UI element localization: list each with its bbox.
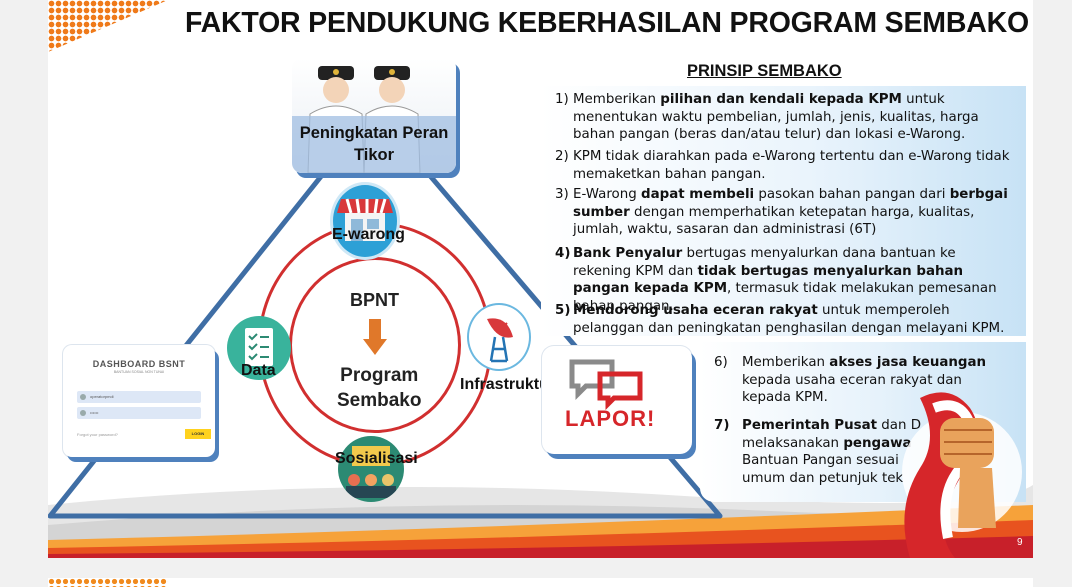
principle-7-line3: Bantuan Pangan sesuai xyxy=(742,453,899,468)
tikor-box xyxy=(292,58,456,173)
infrastruktur-label: Infrastruktur xyxy=(460,376,556,393)
user-icon xyxy=(80,394,86,400)
orange-dot-pattern-next xyxy=(48,578,168,587)
principle-7-text: Pemerintah Pusat dan D melaksanakan peng… xyxy=(714,417,1014,487)
raised-fist-flag-icon xyxy=(902,392,1022,558)
sosialisasi-node xyxy=(338,436,404,502)
principle-4-text: Bank Penyalur bertugas menyalurkan dana … xyxy=(555,245,1015,315)
slide: FAKTOR PENDUKUNG KEBERHASILAN PROGRAM SE… xyxy=(48,0,1033,558)
principle-7-line4: umum dan petunjuk tek xyxy=(742,470,904,486)
principle-3: 3) E-Warong dapat membeli pasokan bahan … xyxy=(555,186,1021,239)
principle-4-text-c: tidak bertugas menyalurkan bahan pangan … xyxy=(573,263,964,297)
principle-1-text-c: untuk menentukan waktu pembelian, jumlah… xyxy=(573,92,979,142)
principle-2-number: 2) xyxy=(555,149,569,164)
principle-7-number: 7) xyxy=(714,418,730,433)
principle-3-text: E-Warong dapat membeli pasokan bahan pan… xyxy=(555,186,1021,239)
principle-3-text-e: dengan memperhatikan ketepatan harga, ku… xyxy=(573,204,975,238)
password-value: •••••• xyxy=(90,410,99,415)
program-label-line2: Sembako xyxy=(337,390,422,411)
username-field: operatorpmdi xyxy=(77,391,201,403)
principle-5-text-a: Mendorong usaha eceran rakyat xyxy=(573,303,818,318)
principle-3-number: 3) xyxy=(555,187,569,202)
principle-7-line2-a: melaksanakan xyxy=(742,435,844,451)
ewarong-label: E-warong xyxy=(332,226,405,243)
principle-1-text-b: pilihan dan kendali kepada KPM xyxy=(660,92,902,107)
principle-4-text-a: Bank Penyalur xyxy=(573,246,683,261)
satellite-dish-icon xyxy=(487,318,513,363)
principle-4-text-d: , termasuk tidak melakukan pemesanan bah… xyxy=(573,281,997,314)
tikor-label: Peningkatan Peran Tikor xyxy=(299,124,449,164)
principle-5-text: Mendorong usaha eceran rakyat untuk memp… xyxy=(555,302,1015,337)
principle-5-number: 5) xyxy=(555,303,571,318)
lapor-box: LAPOR! xyxy=(542,346,692,454)
speech-bubbles-icon xyxy=(569,359,643,411)
dashboard-subtitle: BANTUAN SOSIAL NON TUNAI xyxy=(113,370,165,374)
program-sembako-label: Program Sembako xyxy=(337,363,421,413)
dashboard-title: DASHBOARD BSNT xyxy=(92,359,186,369)
slide-title: FAKTOR PENDUKUNG KEBERHASILAN PROGRAM SE… xyxy=(185,7,1029,39)
principles-panel xyxy=(541,86,1026,336)
principle-4-number: 4) xyxy=(555,246,571,261)
clipboard-checklist-icon xyxy=(245,328,273,366)
principle-6-text-c: kepada usaha eceran rakyat dan kepada KP… xyxy=(742,372,962,406)
data-label: Data xyxy=(241,362,276,379)
audience-icon xyxy=(346,446,396,498)
principle-6-text-a: Memberikan xyxy=(742,355,830,370)
login-button: LOGIN xyxy=(185,429,211,439)
principle-3-text-d: berbgai sumber xyxy=(573,187,1008,220)
principle-1-number: 1) xyxy=(555,92,569,107)
principle-6-text: Memberikan akses jasa keuangan kepada us… xyxy=(714,354,1014,407)
next-slide-edge xyxy=(48,578,1033,587)
principle-4: 4) Bank Penyalur bertugas menyalurkan da… xyxy=(555,245,1015,315)
infrastruktur-node xyxy=(467,303,531,371)
principle-6-number: 6) xyxy=(714,355,728,370)
principle-3-text-b: dapat membeli xyxy=(641,187,755,202)
principle-7-line2-b: pengawa xyxy=(843,435,912,451)
principle-2: 2) KPM tidak diarahkan pada e-Warong ter… xyxy=(555,148,1015,183)
lapor-logo-text: LAPOR! xyxy=(565,406,656,431)
principle-3-text-c: pasokan bahan pangan dari xyxy=(754,187,950,202)
principle-7-line1: Pemerintah Pusat dan D xyxy=(742,417,1014,435)
red-swoosh-decoration xyxy=(48,505,1033,558)
ewarong-node xyxy=(330,182,400,260)
principle-7-line2: melaksanakan pengawa xyxy=(742,435,1014,453)
principle-6: 6) Memberikan akses jasa keuangan kepada… xyxy=(714,354,1014,407)
principle-6-text-b: akses jasa keuangan xyxy=(829,355,987,370)
principle-1-text: Memberikan pilihan dan kendali kepada KP… xyxy=(555,91,1015,144)
principle-7-text-a: Pemerintah Pusat xyxy=(742,418,878,433)
program-label-line1: Program xyxy=(340,365,419,386)
dashboard-bsnt-box: DASHBOARD BSNT BANTUAN SOSIAL NON TUNAI … xyxy=(63,345,215,457)
principle-7: 7) Pemerintah Pusat dan D melaksanakan p… xyxy=(714,417,1014,487)
page-number: 9 xyxy=(1017,537,1023,548)
principle-7-text-b: dan D xyxy=(877,418,922,433)
principles-heading: PRINSIP SEMBAKO xyxy=(687,62,842,80)
username-value: operatorpmdi xyxy=(90,394,114,399)
principle-4-text-b: bertugas menyalurkan dana bantuan ke rek… xyxy=(573,246,956,279)
principle-3-text-a: E-Warong xyxy=(573,187,641,202)
principle-1: 1) Memberikan pilihan dan kendali kepada… xyxy=(555,91,1015,144)
principle-1-text-a: Memberikan xyxy=(573,92,661,107)
principle-5-text-b: untuk memperoleh pelanggan dan peningkat… xyxy=(573,303,1005,336)
tikor-label-band xyxy=(292,116,456,173)
sosialisasi-label: Sosialisasi xyxy=(335,450,418,467)
principle-5: 5) Mendorong usaha eceran rakyat untuk m… xyxy=(555,302,1015,337)
principle-2-text: KPM tidak diarahkan pada e-Warong terten… xyxy=(573,149,1010,182)
password-field: •••••• xyxy=(77,407,201,419)
lock-icon xyxy=(80,410,86,416)
bpnt-label: BPNT xyxy=(350,290,399,310)
arrow-down-icon xyxy=(363,319,387,355)
data-node xyxy=(227,316,291,380)
forgot-password-link: Forgot your password? xyxy=(77,432,118,437)
storefront-icon xyxy=(337,198,393,241)
